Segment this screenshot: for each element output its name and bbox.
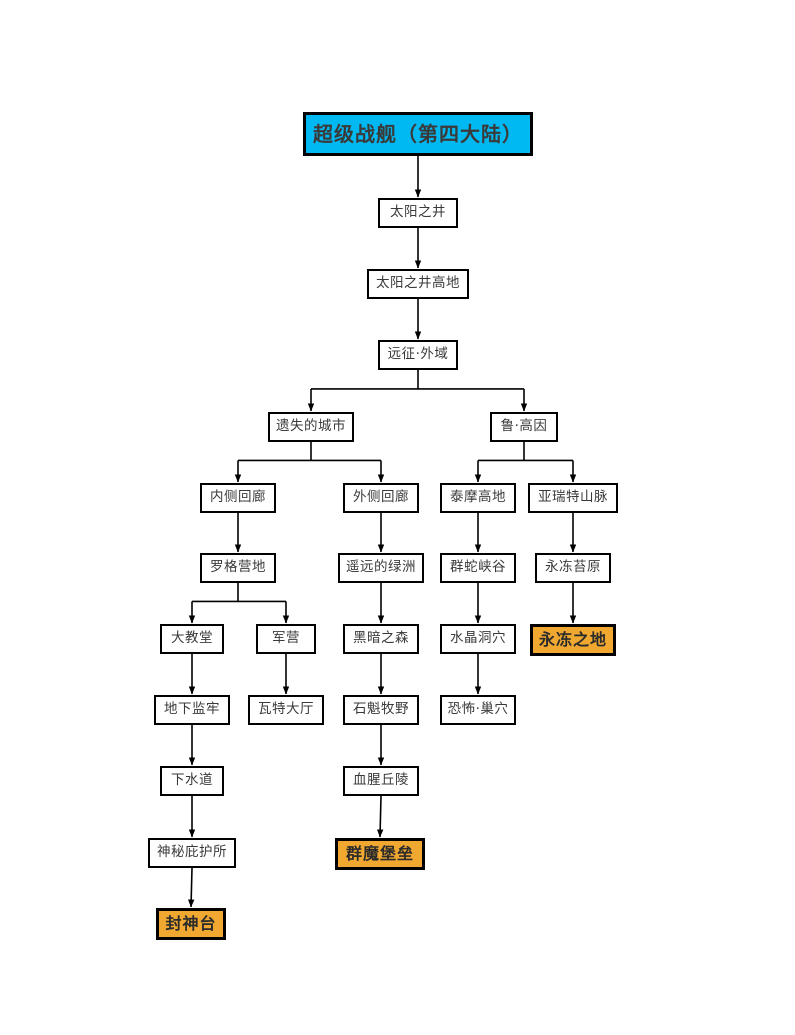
connector-line — [187, 867, 195, 908]
flow-node-n10[interactable]: 罗格营地 — [200, 553, 276, 583]
flow-node-n15[interactable]: 军营 — [256, 624, 316, 654]
flow-node-n23[interactable]: 下水道 — [160, 766, 224, 796]
flow-node-n9[interactable]: 亚瑞特山脉 — [528, 483, 618, 513]
flow-node-n8[interactable]: 泰摩高地 — [440, 483, 516, 513]
flow-node-n1[interactable]: 太阳之井 — [378, 198, 458, 228]
flow-node-n0[interactable]: 超级战舰（第四大陆） — [303, 112, 533, 156]
flow-node-n12[interactable]: 群蛇峡谷 — [440, 553, 516, 583]
flow-node-n14[interactable]: 大教堂 — [160, 624, 224, 654]
flow-node-n22[interactable]: 恐怖·巢穴 — [440, 695, 516, 725]
flow-node-n2[interactable]: 太阳之井高地 — [367, 269, 469, 299]
flow-node-n17[interactable]: 水晶洞穴 — [440, 624, 516, 654]
flow-node-n21[interactable]: 石魁牧野 — [343, 695, 419, 725]
flow-node-n26[interactable]: 群魔堡垒 — [335, 838, 425, 870]
connector-line — [376, 795, 384, 838]
flow-node-n11[interactable]: 遥远的绿洲 — [338, 553, 424, 583]
flow-node-n25[interactable]: 神秘庇护所 — [148, 838, 236, 868]
flow-node-n19[interactable]: 地下监牢 — [154, 695, 230, 725]
flow-node-n20[interactable]: 瓦特大厅 — [248, 695, 324, 725]
flow-node-n4[interactable]: 遗失的城市 — [268, 412, 354, 442]
flow-node-n16[interactable]: 黑暗之森 — [343, 624, 419, 654]
flow-node-n13[interactable]: 永冻苔原 — [535, 553, 611, 583]
flow-node-n18[interactable]: 永冻之地 — [530, 624, 616, 656]
flow-node-n6[interactable]: 内侧回廊 — [200, 483, 276, 513]
flow-node-n27[interactable]: 封神台 — [156, 908, 226, 940]
flow-node-n3[interactable]: 远征·外域 — [378, 340, 458, 370]
flow-node-n7[interactable]: 外侧回廊 — [343, 483, 419, 513]
flow-node-n5[interactable]: 鲁·高因 — [490, 412, 558, 442]
flow-node-n24[interactable]: 血腥丘陵 — [343, 766, 419, 796]
